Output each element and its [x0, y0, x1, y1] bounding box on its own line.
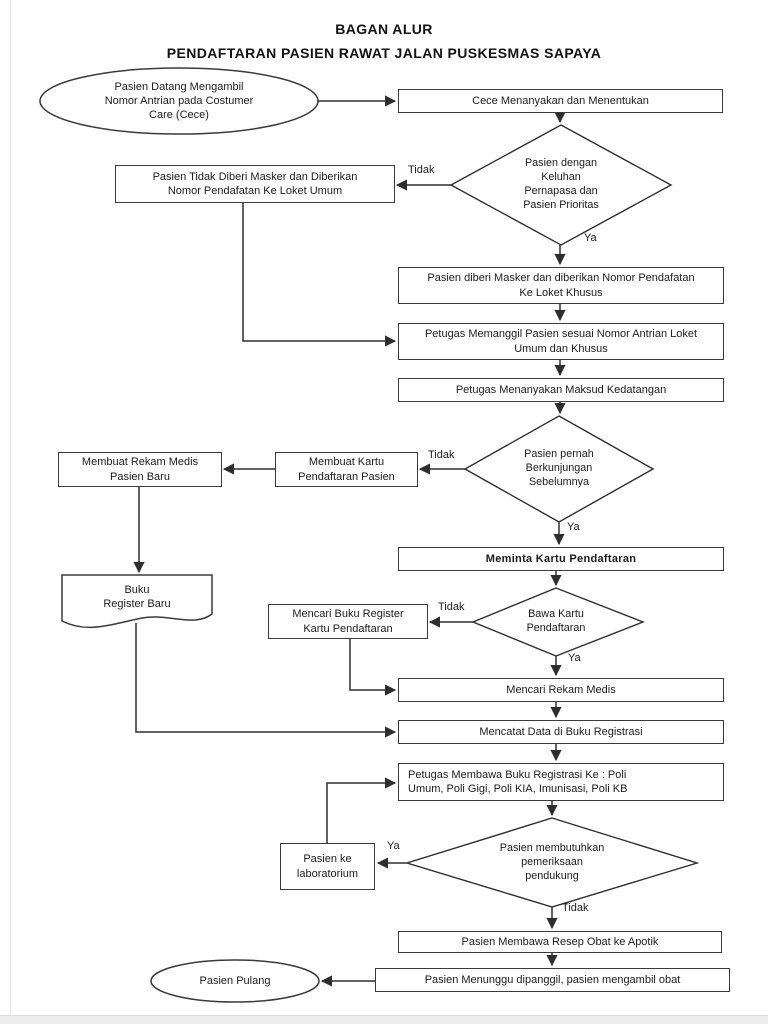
edge-label-ya-keluhan: Ya: [584, 232, 597, 244]
edge-label-tidak-pemeriksaan: Tidak: [562, 902, 589, 914]
node-meminta-kartu: Meminta Kartu Pendaftaran: [398, 547, 724, 571]
connector-lab-to-membawa: [326, 777, 397, 843]
node-mencatat: Mencatat Data di Buku Registrasi: [398, 720, 724, 744]
node-laboratorium: Pasien ke laboratorium: [280, 843, 375, 890]
node-memanggil: Petugas Memanggil Pasien sesuai Nomor An…: [398, 323, 724, 360]
end-ellipse: [150, 959, 320, 1003]
page-title: BAGAN ALUR: [335, 21, 433, 37]
edge-label-tidak-keluhan: Tidak: [408, 164, 435, 176]
edge-label-ya-bawa: Ya: [568, 652, 581, 664]
node-diberi-masker: Pasien diberi Masker dan diberikan Nomor…: [398, 267, 724, 304]
node-menunggu: Pasien Menunggu dipanggil, pasien mengam…: [375, 968, 730, 992]
edge-label-tidak-pernah: Tidak: [428, 449, 455, 461]
page-bottom-strip: [0, 1015, 768, 1024]
node-decision-pernah: Pasien pernah Berkunjungan Sebelumnya: [524, 448, 594, 488]
node-decision-bawa: Bawa Kartu Pendaftaran: [526, 608, 586, 634]
node-decision-keluhan: Pasien dengan Keluhan Pernapasa dan Pasi…: [523, 157, 599, 211]
connector-tidakmasker-to-memanggil: [242, 203, 397, 347]
edge-label-tidak-bawa: Tidak: [438, 601, 465, 613]
edge-label-ya-pernah: Ya: [567, 521, 580, 533]
document-shape-buku-register: [61, 574, 213, 629]
node-cece: Cece Menanyakan dan Menentukan: [398, 89, 723, 113]
node-membuat-rekam: Membuat Rekam Medis Pasien Baru: [58, 452, 222, 487]
edge-label-ya-pemeriksaan: Ya: [387, 840, 400, 852]
page-subtitle: PENDAFTARAN PASIEN RAWAT JALAN PUSKESMAS…: [166, 45, 602, 61]
decision-diamond-keluhan: [449, 124, 673, 246]
node-mencari-buku: Mencari Buku Register Kartu Pendaftaran: [268, 604, 428, 639]
node-buku-register: Buku Register Baru: [103, 583, 171, 610]
connector-mencaribuku-to-mencarirekam: [349, 639, 397, 696]
page-edge-line: [10, 0, 11, 1024]
node-membawa: Petugas Membawa Buku Registrasi Ke : Pol…: [398, 763, 724, 801]
node-maksud: Petugas Menanyakan Maksud Kedatangan: [398, 378, 724, 402]
node-end: Pasien Pulang: [199, 974, 271, 987]
node-resep: Pasien Membawa Resep Obat ke Apotik: [398, 931, 722, 953]
node-tidak-masker: Pasien Tidak Diberi Masker dan Diberikan…: [115, 165, 395, 203]
node-membuat-kartu: Membuat Kartu Pendaftaran Pasien: [275, 452, 418, 487]
node-start: Pasien Datang Mengambil Nomor Antrian pa…: [104, 80, 254, 122]
connector-buku-to-mencatat: [135, 623, 397, 738]
node-decision-pemeriksaan: Pasien membutuhkan pemeriksaan pendukung: [499, 842, 605, 882]
node-mencari-rekam: Mencari Rekam Medis: [398, 678, 724, 702]
